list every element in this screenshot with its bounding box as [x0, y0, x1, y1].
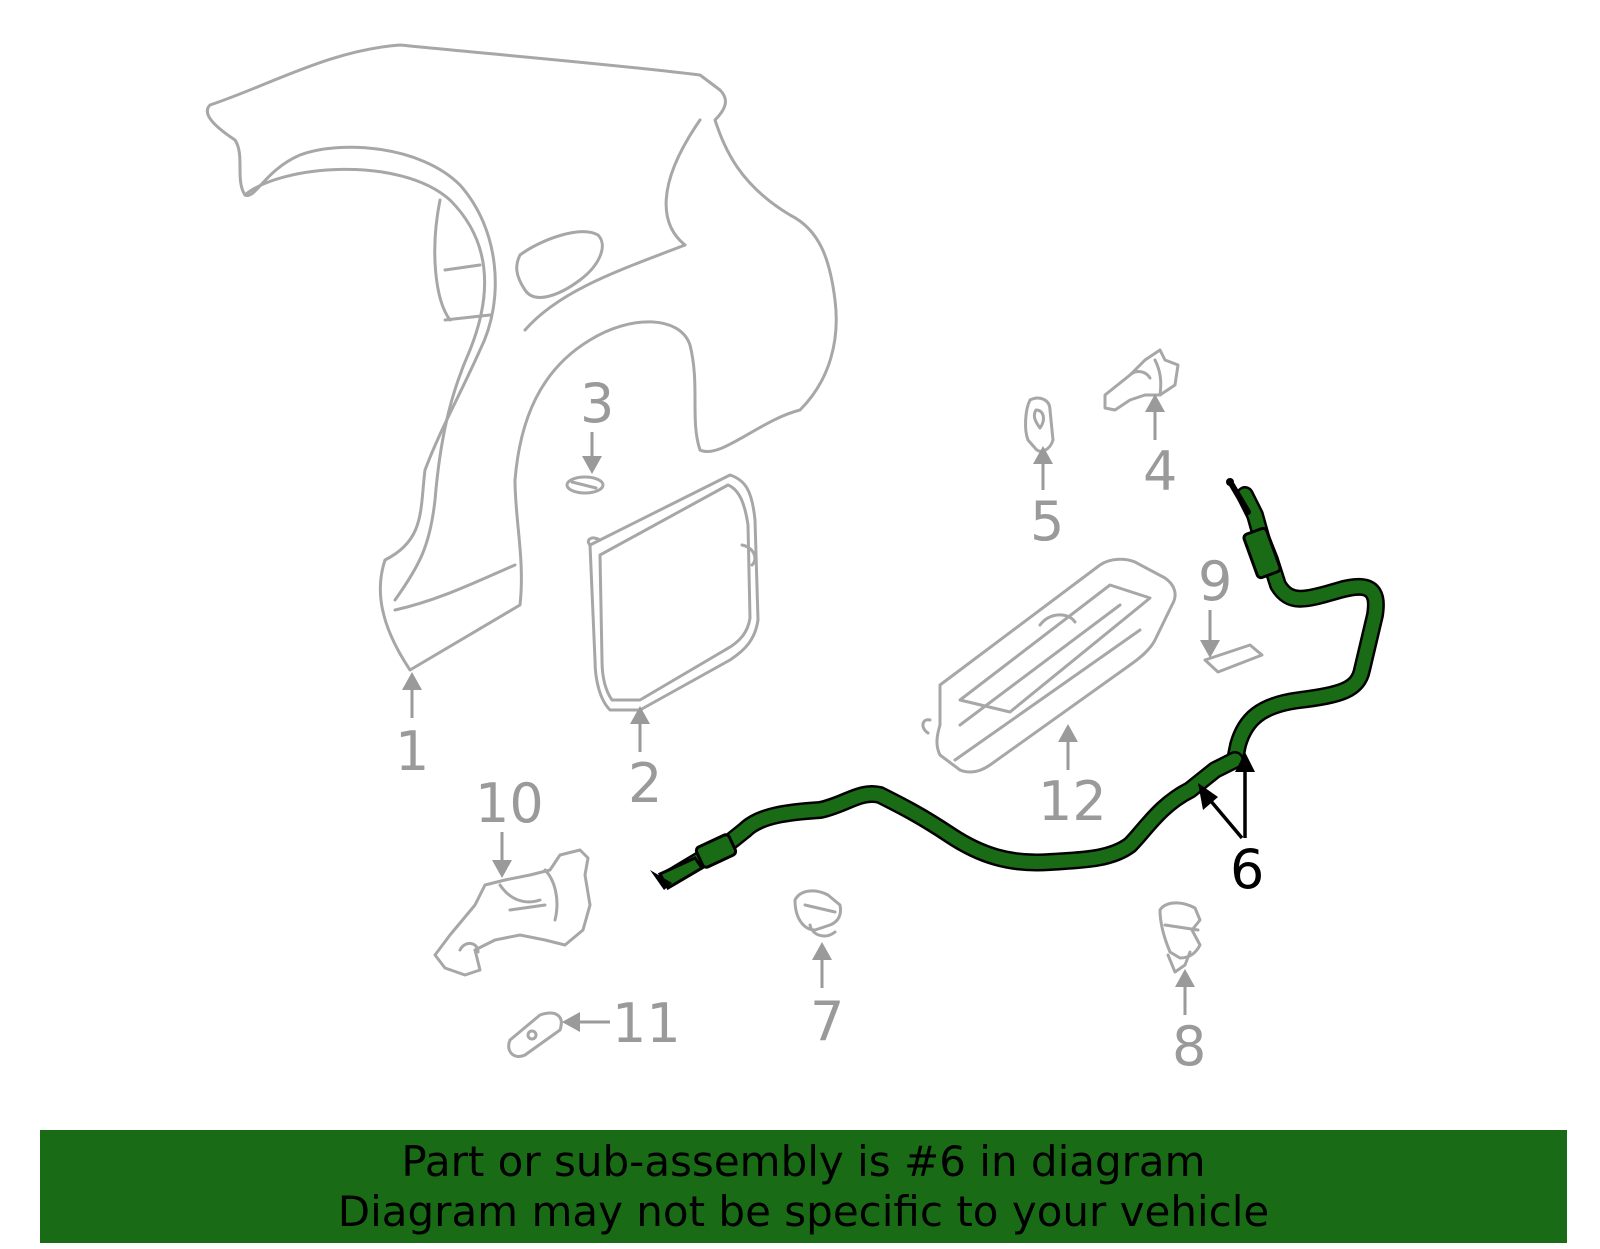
housing-part-12: [921, 557, 1177, 774]
release-cable-part-6[interactable]: [650, 478, 1385, 891]
leader-arrows-part-6: [1198, 752, 1255, 840]
label-part-5: 5: [1030, 490, 1064, 553]
info-banner: Part or sub-assembly is #6 in diagram Di…: [40, 1130, 1567, 1243]
cable-fitting-lower: [694, 833, 738, 869]
part-number-labels: 1 2 3 4 5 6 7 8 9 10 11 12: [395, 372, 1264, 1078]
leader-arrows: [402, 394, 1220, 1032]
push-clip-part-8: [1158, 901, 1202, 974]
label-part-8: 8: [1172, 1015, 1206, 1078]
clip-part-7: [793, 889, 842, 938]
label-part-4: 4: [1143, 440, 1177, 503]
cable-segment-lower: [663, 753, 1242, 885]
clip-part-3: [565, 475, 605, 495]
bracket-part-11: [507, 1011, 563, 1058]
pad-part-9: [1203, 643, 1264, 674]
latch-part-4: [1103, 348, 1180, 412]
parts-diagram: 1 2 3 4 5 6 7 8 9 10 11 12: [206, 43, 1385, 1078]
label-part-12: 12: [1038, 770, 1107, 833]
label-part-9: 9: [1198, 550, 1232, 613]
fuel-door-part-2: [586, 473, 760, 712]
banner-line-disclaimer: Diagram may not be specific to your vehi…: [337, 1186, 1270, 1236]
banner-line-part-number: Part or sub-assembly is #6 in diagram: [401, 1136, 1206, 1186]
quarter-panel-part-1: [206, 43, 838, 672]
label-part-10: 10: [475, 772, 544, 835]
label-part-7: 7: [810, 990, 844, 1053]
label-part-1: 1: [395, 720, 429, 783]
cable-end-upper: [1229, 482, 1251, 515]
label-part-6[interactable]: 6: [1230, 838, 1264, 901]
label-part-2: 2: [628, 752, 662, 815]
cable-end-tip: [650, 870, 672, 890]
cable-segment-upper: [1228, 488, 1383, 767]
label-part-3: 3: [580, 372, 614, 435]
label-part-11: 11: [612, 992, 681, 1055]
bumper-part-5: [1024, 396, 1055, 453]
latch-assembly-part-10: [433, 848, 592, 977]
cable-fitting-upper: [1242, 526, 1282, 580]
cable-end-upper-knob: [1226, 478, 1234, 486]
